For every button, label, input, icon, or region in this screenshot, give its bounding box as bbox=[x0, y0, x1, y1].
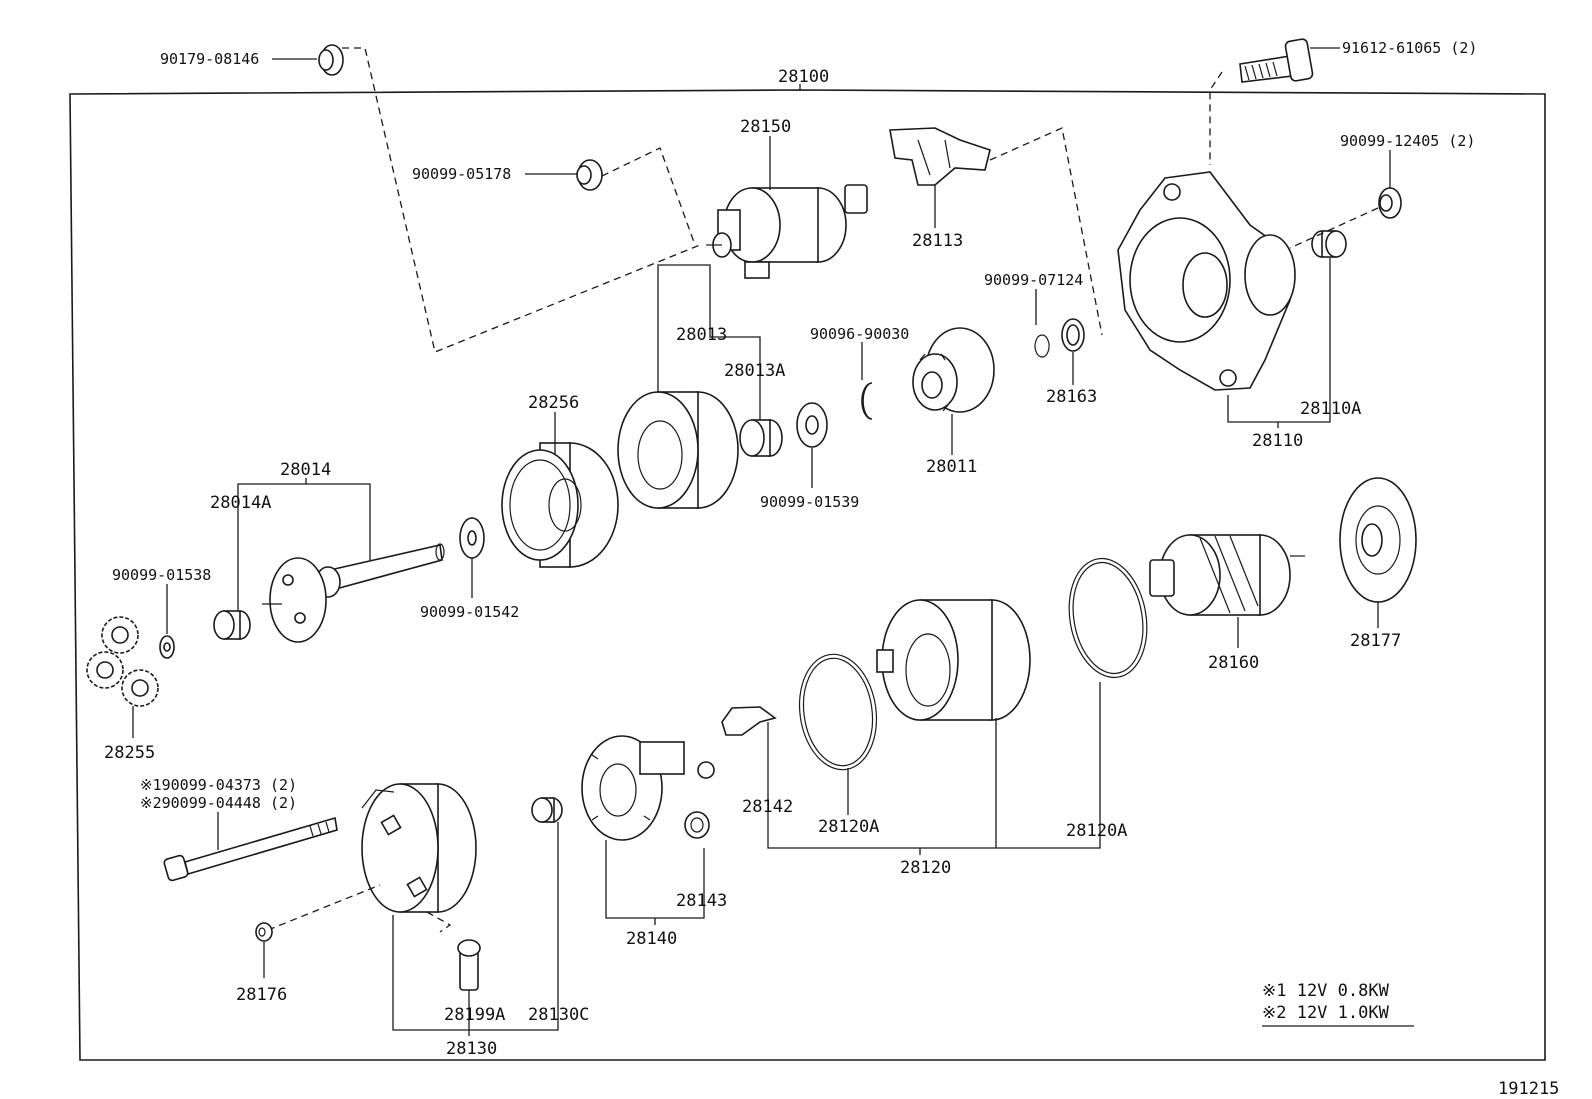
figure-code: 191215 bbox=[1498, 1079, 1559, 1099]
label-90099-04373: ※190099-04373 (2) bbox=[140, 776, 297, 794]
clip-90099-07124 bbox=[1034, 334, 1050, 358]
label-28120A-left: 28120A bbox=[818, 817, 879, 837]
plug-28199A bbox=[457, 939, 481, 991]
internal-gear-28013 bbox=[617, 391, 739, 509]
bushing-28013A bbox=[739, 419, 783, 457]
label-91612-61065: 91612-61065 (2) bbox=[1342, 39, 1477, 57]
solenoid-28150 bbox=[706, 184, 868, 279]
label-28120: 28120 bbox=[900, 858, 951, 878]
nut-90179-08146 bbox=[318, 44, 344, 76]
label-28014: 28014 bbox=[280, 460, 331, 480]
collar-28163 bbox=[1061, 318, 1085, 352]
snap-ring-90096-90030 bbox=[861, 382, 873, 420]
label-28160: 28160 bbox=[1208, 653, 1259, 673]
end-frame-28130 bbox=[361, 783, 477, 913]
label-28176: 28176 bbox=[236, 985, 287, 1005]
label-28140: 28140 bbox=[626, 929, 677, 949]
nut-90099-12405 bbox=[1378, 187, 1402, 219]
washer-90099-01538 bbox=[159, 635, 175, 659]
label-28163: 28163 bbox=[1046, 387, 1097, 407]
clutch-28011 bbox=[912, 327, 995, 413]
housing-28110 bbox=[1117, 171, 1296, 391]
label-28177: 28177 bbox=[1350, 631, 1401, 651]
label-28255: 28255 bbox=[104, 743, 155, 763]
cover-28177 bbox=[1339, 477, 1417, 603]
label-90099-04448: ※290099-04448 (2) bbox=[140, 794, 297, 812]
assembly-number: 28100 bbox=[778, 67, 829, 87]
label-28143: 28143 bbox=[676, 891, 727, 911]
label-28014A: 28014A bbox=[210, 493, 271, 513]
planetary-shaft-28014 bbox=[262, 543, 445, 643]
note-1: ※1 12V 0.8KW bbox=[1262, 981, 1390, 1001]
label-90099-01539: 90099-01539 bbox=[760, 493, 859, 511]
label-90096-90030: 90096-90030 bbox=[810, 325, 909, 343]
label-28142: 28142 bbox=[742, 797, 793, 817]
label-90099-05178: 90099-05178 bbox=[412, 165, 511, 183]
assembly-frame bbox=[69, 84, 1546, 1061]
brush-holder-28140 bbox=[581, 735, 715, 841]
label-28256: 28256 bbox=[528, 393, 579, 413]
gear-28256 bbox=[501, 442, 619, 568]
washer-90099-01539 bbox=[796, 402, 828, 448]
label-28130C: 28130C bbox=[528, 1005, 589, 1025]
label-90099-07124: 90099-07124 bbox=[984, 271, 1083, 289]
label-28013A: 28013A bbox=[724, 361, 785, 381]
note-2: ※2 12V 1.0KW bbox=[1262, 1003, 1390, 1023]
label-28110A: 28110A bbox=[1300, 399, 1361, 419]
bushing-28014A bbox=[213, 610, 251, 640]
label-90179-08146: 90179-08146 bbox=[160, 50, 259, 68]
through-bolt-90099-04373 bbox=[163, 816, 338, 882]
armature-28160 bbox=[1149, 534, 1305, 616]
bolt-91612-61065 bbox=[1239, 38, 1314, 83]
o-ring-28120A-left bbox=[798, 653, 878, 771]
screw-28176 bbox=[255, 922, 273, 942]
label-28013: 28013 bbox=[676, 325, 727, 345]
washer-90099-01542 bbox=[459, 517, 485, 559]
label-28120A-right: 28120A bbox=[1066, 821, 1127, 841]
spring-28143 bbox=[684, 811, 710, 839]
label-28110: 28110 bbox=[1252, 431, 1303, 451]
lever-28113 bbox=[889, 127, 991, 186]
yoke-28120 bbox=[876, 599, 1031, 721]
label-28199A: 28199A bbox=[444, 1005, 505, 1025]
label-28011: 28011 bbox=[926, 457, 977, 477]
bushing-28130C bbox=[531, 797, 563, 823]
label-28130: 28130 bbox=[446, 1039, 497, 1059]
bushing-28110A bbox=[1311, 230, 1347, 258]
label-90099-01538: 90099-01538 bbox=[112, 566, 211, 584]
label-90099-12405: 90099-12405 (2) bbox=[1340, 132, 1475, 150]
nut-90099-05178 bbox=[576, 159, 603, 191]
o-ring-28120A-right bbox=[1068, 557, 1148, 679]
label-90099-01542: 90099-01542 bbox=[420, 603, 519, 621]
label-28113: 28113 bbox=[912, 231, 963, 251]
planetary-gears-28255 bbox=[86, 616, 159, 707]
wire-28142 bbox=[721, 706, 777, 736]
label-28150: 28150 bbox=[740, 117, 791, 137]
